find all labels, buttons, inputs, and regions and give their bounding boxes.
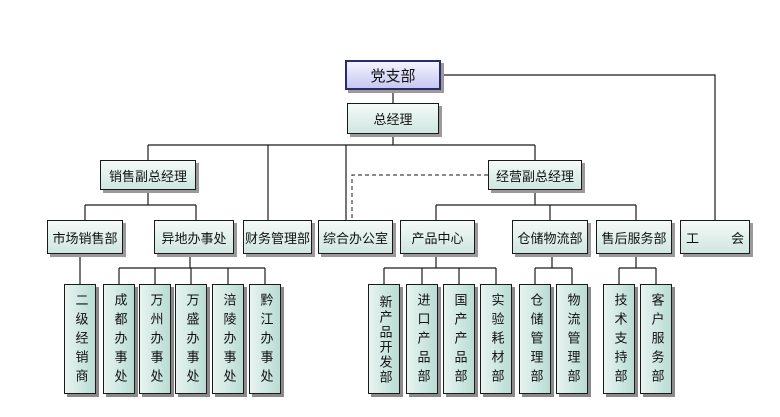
node-label: 万州办事处 bbox=[147, 292, 163, 388]
node-wansheng-office: 万盛办事处 bbox=[175, 284, 207, 394]
node-label: 仓储管理部 bbox=[527, 292, 543, 388]
node-logistics: 仓储物流部 bbox=[512, 220, 588, 254]
connector bbox=[441, 74, 716, 220]
node-general-manager: 总经理 bbox=[347, 103, 439, 134]
node-product-center: 产品中心 bbox=[400, 220, 475, 254]
node-label: 售后服务部 bbox=[601, 231, 667, 247]
node-import-products: 进口产品部 bbox=[406, 284, 438, 394]
node-label: 客户服务部 bbox=[648, 292, 664, 388]
node-label: 万盛办事处 bbox=[183, 292, 199, 388]
node-domestic-products: 国产产品部 bbox=[443, 284, 475, 394]
node-label: 新产品开发部 bbox=[376, 295, 392, 385]
node-label: 销售副总经理 bbox=[108, 169, 187, 185]
dashed-connector bbox=[351, 174, 488, 220]
node-union: 工 会 bbox=[680, 220, 750, 254]
node-label: 党支部 bbox=[370, 66, 416, 85]
node-label: 黔江办事处 bbox=[257, 292, 273, 388]
node-label: 经营副总经理 bbox=[495, 169, 574, 185]
node-general-office: 综合办公室 bbox=[318, 220, 393, 254]
node-label: 仓储物流部 bbox=[517, 231, 583, 247]
node-label: 工 会 bbox=[685, 231, 759, 247]
node-label: 物流管理部 bbox=[564, 292, 580, 388]
node-market-sales: 市场销售部 bbox=[47, 220, 123, 254]
node-finance: 财务管理部 bbox=[243, 220, 312, 254]
node-party-branch: 党支部 bbox=[345, 60, 441, 90]
node-wanzhou-office: 万州办事处 bbox=[139, 284, 171, 394]
node-label: 国产产品部 bbox=[451, 292, 467, 388]
node-label: 涪陵办事处 bbox=[220, 292, 236, 388]
node-tech-support: 技术支持部 bbox=[603, 284, 635, 394]
node-label: 综合办公室 bbox=[322, 231, 388, 247]
node-label: 技术支持部 bbox=[611, 292, 627, 388]
node-label: 产品中心 bbox=[411, 231, 464, 247]
node-label: 市场销售部 bbox=[52, 231, 118, 247]
node-label: 进口产品部 bbox=[414, 292, 430, 388]
node-logistics-mgmt: 物流管理部 bbox=[556, 284, 588, 394]
node-secondary-dealers: 二级经销商 bbox=[64, 284, 96, 394]
node-fuling-office: 涪陵办事处 bbox=[212, 284, 244, 394]
node-qianjiang-office: 黔江办事处 bbox=[249, 284, 281, 394]
node-lab-consumables: 实验耗材部 bbox=[480, 284, 512, 394]
node-label: 财务管理部 bbox=[244, 231, 310, 247]
node-customer-service: 客户服务部 bbox=[640, 284, 672, 394]
node-label: 成都办事处 bbox=[111, 292, 127, 388]
node-operations-vp: 经营副总经理 bbox=[488, 160, 582, 190]
node-new-product-dev: 新产品开发部 bbox=[368, 284, 400, 394]
node-chengdu-office: 成都办事处 bbox=[103, 284, 135, 394]
node-sales-vp: 销售副总经理 bbox=[100, 160, 196, 190]
node-after-sales: 售后服务部 bbox=[596, 220, 672, 254]
node-label: 总经理 bbox=[373, 113, 413, 128]
node-label: 二级经销商 bbox=[72, 292, 88, 388]
node-warehouse-mgmt: 仓储管理部 bbox=[519, 284, 551, 394]
node-remote-offices: 异地办事处 bbox=[154, 220, 234, 254]
node-label: 异地办事处 bbox=[161, 231, 227, 247]
node-label: 实验耗材部 bbox=[488, 292, 504, 388]
